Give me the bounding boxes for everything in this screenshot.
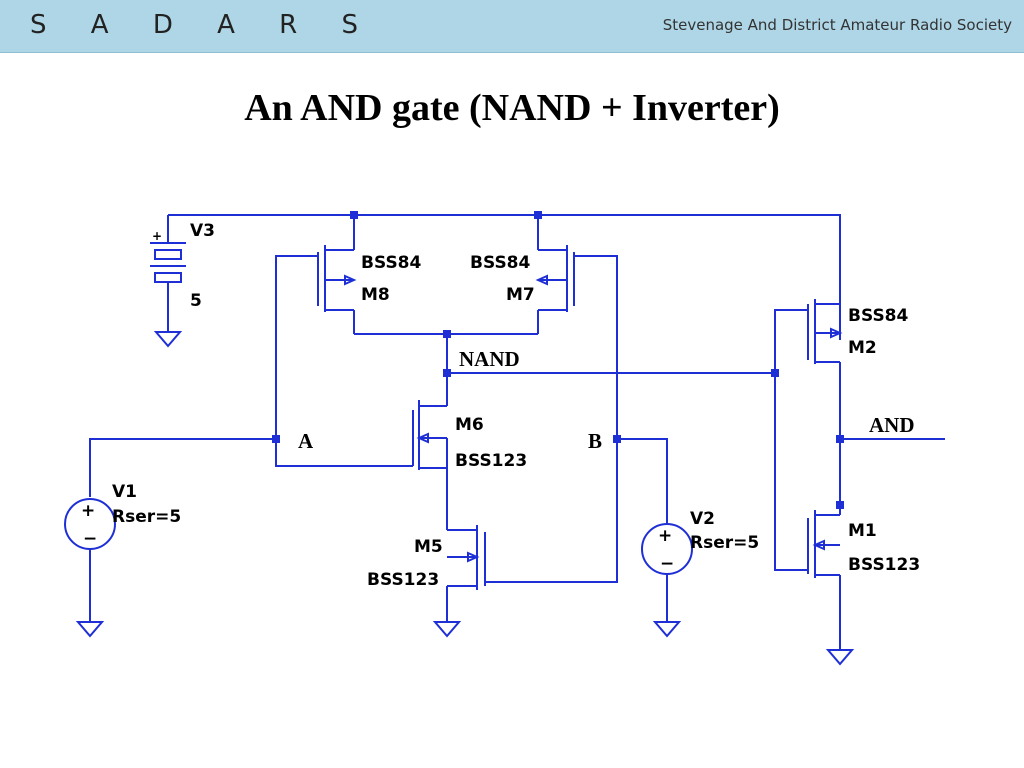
- brand-logo: S A D A R S: [30, 10, 376, 40]
- m8-name-label: M8: [361, 285, 390, 305]
- slide-title: An AND gate (NAND + Inverter): [244, 87, 780, 129]
- junction-input-b: [613, 435, 621, 443]
- v2-name-label: V2: [690, 509, 715, 529]
- nand-net-label: NAND: [459, 347, 520, 371]
- junction-vdd-m7: [534, 211, 542, 219]
- transistor-m7: BSS84 M7: [470, 215, 618, 583]
- m1-name-label: M1: [848, 521, 877, 541]
- v3-name-label: V3: [190, 221, 215, 241]
- m7-model-label: BSS84: [470, 253, 531, 273]
- header-bar: S A D A R S Stevenage And District Amate…: [0, 0, 1024, 53]
- junction-inverter-gate: [771, 369, 779, 377]
- m6-name-label: M6: [455, 415, 484, 435]
- v1-plus-sign: +: [81, 501, 95, 521]
- m2-name-label: M2: [848, 338, 877, 358]
- m1-model-label: BSS123: [848, 555, 920, 575]
- society-name: Stevenage And District Amateur Radio Soc…: [662, 16, 1012, 34]
- battery-v3: + V3 5: [150, 215, 215, 348]
- v1-value-label: Rser=5: [112, 507, 181, 527]
- voltage-source-v1: + − V1 Rser=5: [64, 438, 276, 638]
- junction-m1-drain: [836, 501, 844, 509]
- junction-nand-drains: [443, 330, 451, 338]
- m6-model-label: BSS123: [455, 451, 527, 471]
- transistor-m6: M6 BSS123: [412, 400, 527, 530]
- junction-nand-node: [443, 369, 451, 377]
- transistor-m1: M1 BSS123: [807, 510, 920, 666]
- v1-minus-sign: −: [83, 529, 97, 549]
- transistor-m2: BSS84 M2: [807, 215, 909, 515]
- transistor-m5: M5 BSS123: [367, 525, 486, 638]
- transistor-m8: BSS84 M8: [275, 215, 422, 467]
- voltage-source-v2: + − V2 Rser=5: [617, 438, 759, 638]
- input-b-label: B: [588, 429, 602, 453]
- m7-name-label: M7: [506, 285, 535, 305]
- m2-model-label: BSS84: [848, 306, 909, 326]
- m5-name-label: M5: [414, 537, 443, 557]
- m5-model-label: BSS123: [367, 570, 439, 590]
- and-net-label: AND: [869, 413, 915, 437]
- junction-input-a: [272, 435, 280, 443]
- v3-value-label: 5: [190, 291, 202, 311]
- v1-name-label: V1: [112, 482, 137, 502]
- m8-model-label: BSS84: [361, 253, 422, 273]
- v3-plus-sign: +: [152, 229, 162, 243]
- v2-plus-sign: +: [658, 526, 672, 546]
- input-a-label: A: [298, 429, 314, 453]
- v2-minus-sign: −: [660, 554, 674, 574]
- junction-vdd-m8: [350, 211, 358, 219]
- inverter-gate-wire: [774, 309, 808, 571]
- junction-and-output: [836, 435, 844, 443]
- vdd-rail-wire: [168, 214, 841, 340]
- v2-value-label: Rser=5: [690, 533, 759, 553]
